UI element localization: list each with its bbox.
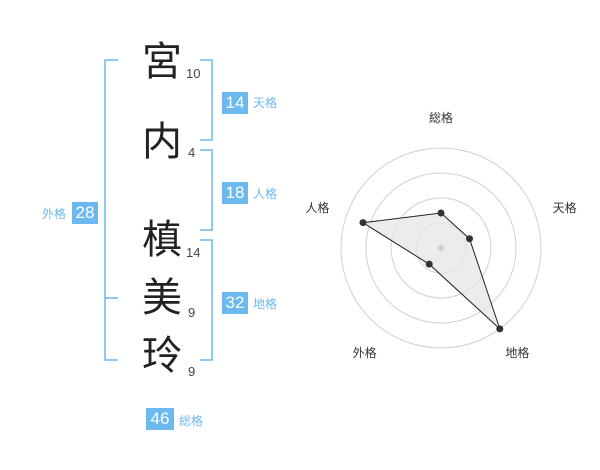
soukaku-label: 総格 [179,414,204,428]
soukaku-value: 46 [146,408,174,430]
tenkaku-value: 14 [222,92,248,114]
tenkaku-label: 天格 [253,96,278,110]
bracket-chikaku [200,239,213,361]
radar-ring [365,172,517,324]
radar-point [466,235,474,243]
radar-axis-label-chikaku: 地格 [505,345,529,360]
radar-points [359,209,504,333]
gaikaku-label: 外格 [42,207,67,221]
stroke-count-2: 4 [188,145,196,160]
radar-axis-label-tenkaku: 天格 [553,200,577,215]
name-char-1: 宮 [142,39,182,85]
jinkaku-value: 18 [222,182,248,204]
name-char-4: 美 [142,275,182,321]
radar-center-dot [438,245,444,251]
stroke-count-3: 14 [186,245,201,260]
bracket-gaikaku [104,59,118,361]
radar-axis-label-soukaku: 総格 [429,110,453,125]
stroke-count-4: 9 [188,305,196,320]
radar-ring [390,197,492,299]
chikaku-value: 32 [222,292,248,314]
radar-point [496,325,504,333]
radar-point [359,219,367,227]
radar-area [361,212,501,330]
radar-point [425,260,433,268]
stroke-count-5: 9 [188,364,196,379]
bracket-tenkaku [200,59,213,141]
radar-axis-label-gaikaku: 外格 [353,345,377,360]
bracket-jinkaku [200,149,213,231]
name-char-5: 玲 [142,333,182,379]
name-char-3: 槙 [142,217,182,263]
stroke-count-1: 10 [186,66,201,81]
radar-axis-label-jinkaku: 人格 [305,200,329,215]
name-char-2: 内 [142,119,182,165]
gaikaku-value: 28 [72,202,98,224]
radar-ring [340,147,542,349]
radar-point [437,209,445,217]
chikaku-label: 地格 [253,297,278,311]
jinkaku-label: 人格 [253,187,278,201]
